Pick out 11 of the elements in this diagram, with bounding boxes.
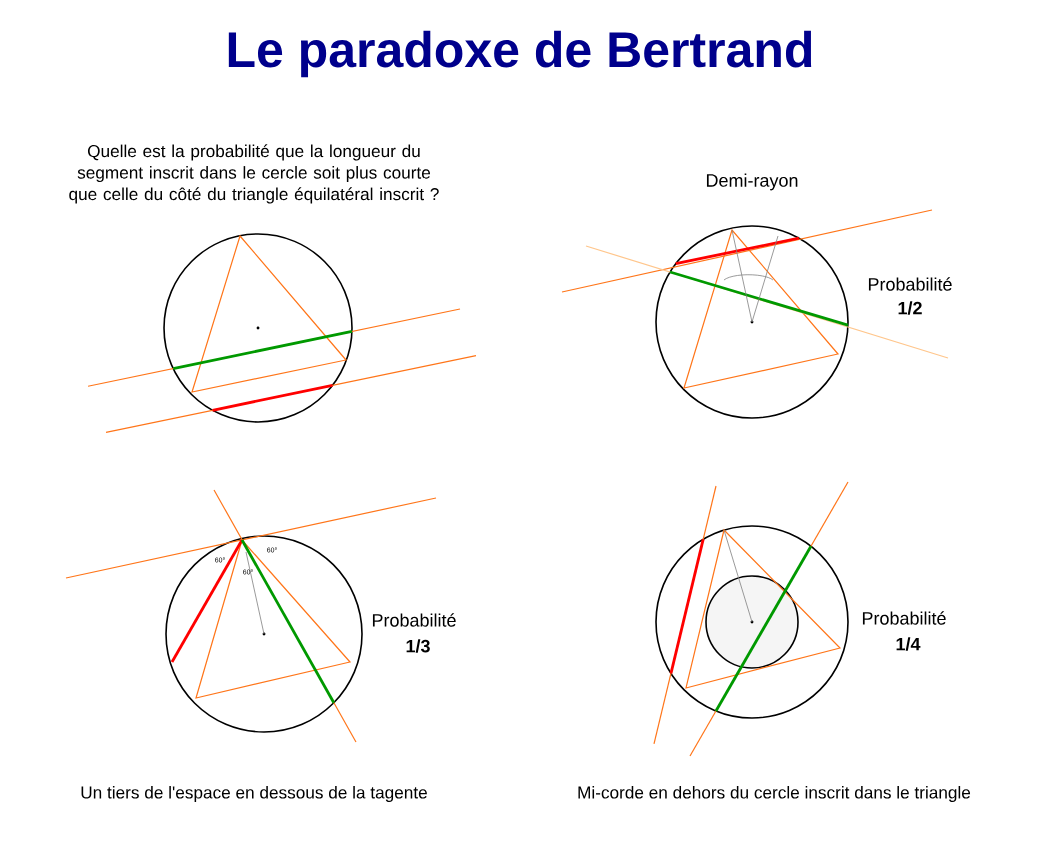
probability-value: 1/2 [898, 301, 922, 315]
caption-text: Mi-corde en dehors du cercle inscrit dans le triangle [578, 786, 971, 802]
probability-value: 1/4 [896, 637, 921, 651]
probability-value: 1/3 [406, 639, 430, 653]
question-text: Quelle est la probabilité que la longueur du segment inscrit dans le cercle soit plus courte que celle du côté du triangle équilatéral inscrit ? [69, 144, 439, 204]
probability-label: Probabilité [868, 277, 952, 291]
probability-label: Probabilité [862, 611, 946, 625]
title: Le paradoxe de Bertrand [228, 30, 812, 78]
probability-label: Probabilité [372, 613, 456, 627]
panel-label: Demi-rayon [706, 173, 798, 191]
caption-text: Un tiers de l'espace en dessous de la tagente [81, 786, 427, 802]
